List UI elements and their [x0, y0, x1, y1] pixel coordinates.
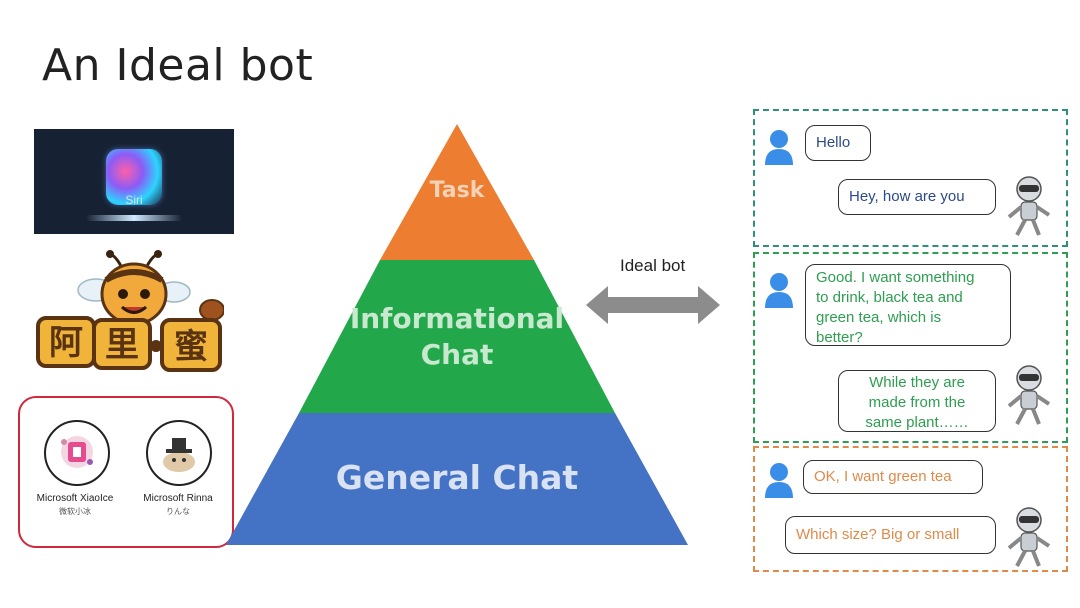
robot-icon: [1007, 507, 1051, 567]
pyramid-label-general: General Chat: [335, 458, 579, 497]
robot-icon: [1007, 365, 1051, 425]
chat-text-line: made from the: [868, 394, 966, 411]
rinna-name: Microsoft Rinna: [143, 493, 213, 504]
slide-title: An Ideal bot: [42, 40, 314, 91]
chat-text: OK, I want green tea: [814, 468, 952, 485]
siri-label: Siri: [125, 193, 143, 207]
chat-text: Hey, how are you: [849, 188, 965, 205]
xiaoice-subname: 微软小冰: [59, 507, 91, 516]
user-icon: [765, 463, 793, 498]
chat-bubble-bot: While they are made from the same plant……: [838, 370, 996, 432]
arrow-label: Ideal bot: [620, 256, 686, 275]
siri-logo: Siri: [34, 129, 234, 234]
rinna-subname: りんな: [166, 507, 190, 516]
robot-icon: [1007, 176, 1051, 236]
chat-bubble-bot: Which size? Big or small: [785, 516, 996, 554]
bot-pyramid: Task Informational Chat General Chat: [222, 124, 692, 548]
chat-group-3: OK, I want green tea Which size? Big or …: [753, 446, 1068, 572]
svg-text:里: 里: [105, 325, 139, 365]
user-icon: [765, 130, 793, 165]
chat-group-1: Hello Hey, how are you: [753, 109, 1068, 247]
chat-bubble-user: Hello: [805, 125, 871, 161]
double-arrow-icon: [586, 286, 720, 324]
pyramid-label-task: Task: [429, 178, 485, 203]
pyramid-level-task: [380, 124, 534, 260]
pyramid-level-general: [226, 413, 688, 545]
rinna-avatar: [146, 420, 212, 486]
chat-text-line: While they are: [869, 374, 965, 391]
pyramid-label-chat: Chat: [420, 338, 494, 371]
chat-text-line: to drink, black tea and: [816, 289, 963, 306]
chat-text-line: better?: [816, 329, 863, 346]
user-icon: [765, 273, 793, 308]
svg-text:蜜: 蜜: [174, 327, 208, 367]
xiaoice-avatar: [44, 420, 110, 486]
siri-icon: [106, 149, 162, 205]
microsoft-bots-box: Microsoft XiaoIce 微软小冰 Microsoft Rinna り…: [18, 396, 234, 548]
pyramid-level-informational: [299, 260, 615, 413]
svg-text:阿: 阿: [49, 323, 83, 363]
chat-group-2: Good. I want something to drink, black t…: [753, 252, 1068, 443]
chat-text: Which size? Big or small: [796, 526, 960, 543]
siri-wave-icon: [86, 215, 182, 221]
chat-bubble-user: OK, I want green tea: [803, 460, 983, 494]
chat-bubble-user: Good. I want something to drink, black t…: [805, 264, 1011, 346]
pyramid-label-informational: Informational: [349, 302, 565, 335]
xiaoice-name: Microsoft XiaoIce: [36, 493, 114, 504]
bee-logo: 阿 里 蜜: [36, 250, 224, 372]
chat-text: Hello: [816, 134, 851, 151]
chat-text-line: green tea, which is: [816, 309, 942, 326]
chat-text-line: same plant……: [865, 414, 969, 431]
chat-bubble-bot: Hey, how are you: [838, 179, 996, 215]
chat-text-line: Good. I want something: [816, 269, 975, 286]
